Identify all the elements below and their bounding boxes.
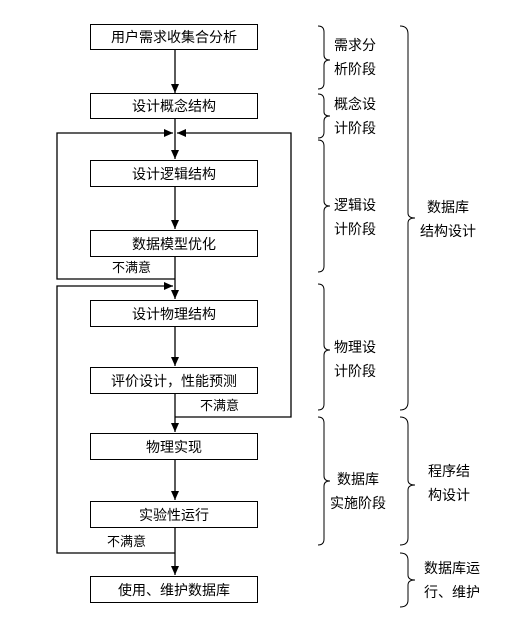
box-physical-implementation: 物理实现 — [90, 433, 258, 460]
stage-concept-design: 概念设计阶段 — [334, 97, 376, 137]
brace-concept — [317, 93, 331, 139]
brace-physical — [317, 283, 331, 411]
stage-structure-design: 数据库结构设计 — [420, 200, 476, 240]
stage-logic-design: 逻辑设计阶段 — [334, 198, 376, 238]
box-logic-design: 设计逻辑结构 — [90, 160, 258, 187]
stage-program-design: 程序结构设计 — [428, 464, 470, 504]
brace-impl — [317, 416, 331, 546]
note-unsatisfied-opt: 不满意 — [112, 261, 152, 276]
brace-program-design — [399, 416, 416, 546]
note-unsatisfied-trial: 不满意 — [107, 535, 147, 550]
loop-trial-unsatisfied — [56, 282, 175, 554]
loop-eval-unsatisfied — [175, 129, 292, 418]
box-physical-design: 设计物理结构 — [90, 300, 258, 327]
brace-struct-design — [399, 25, 416, 411]
brace-run-maintain — [399, 552, 416, 608]
box-evaluate-design: 评价设计，性能预测 — [90, 367, 258, 394]
stage-physical-design: 物理设计阶段 — [334, 340, 376, 380]
brace-logic — [317, 139, 331, 273]
note-unsatisfied-eval: 不满意 — [200, 399, 240, 414]
stage-implementation: 数据库实施阶段 — [330, 472, 386, 512]
box-trial-run: 实验性运行 — [90, 501, 258, 528]
stage-requirement-analysis: 需求分析阶段 — [334, 38, 376, 78]
box-model-optimization: 数据模型优化 — [90, 230, 258, 257]
brace-req — [317, 25, 331, 90]
loop-opt-unsatisfied — [56, 129, 175, 280]
box-requirement-analysis: 用户需求收集合分析 — [90, 24, 258, 50]
stage-run-maintain: 数据库运行、维护 — [424, 561, 480, 601]
box-use-maintain: 使用、维护数据库 — [90, 576, 258, 603]
box-concept-design: 设计概念结构 — [90, 93, 258, 119]
